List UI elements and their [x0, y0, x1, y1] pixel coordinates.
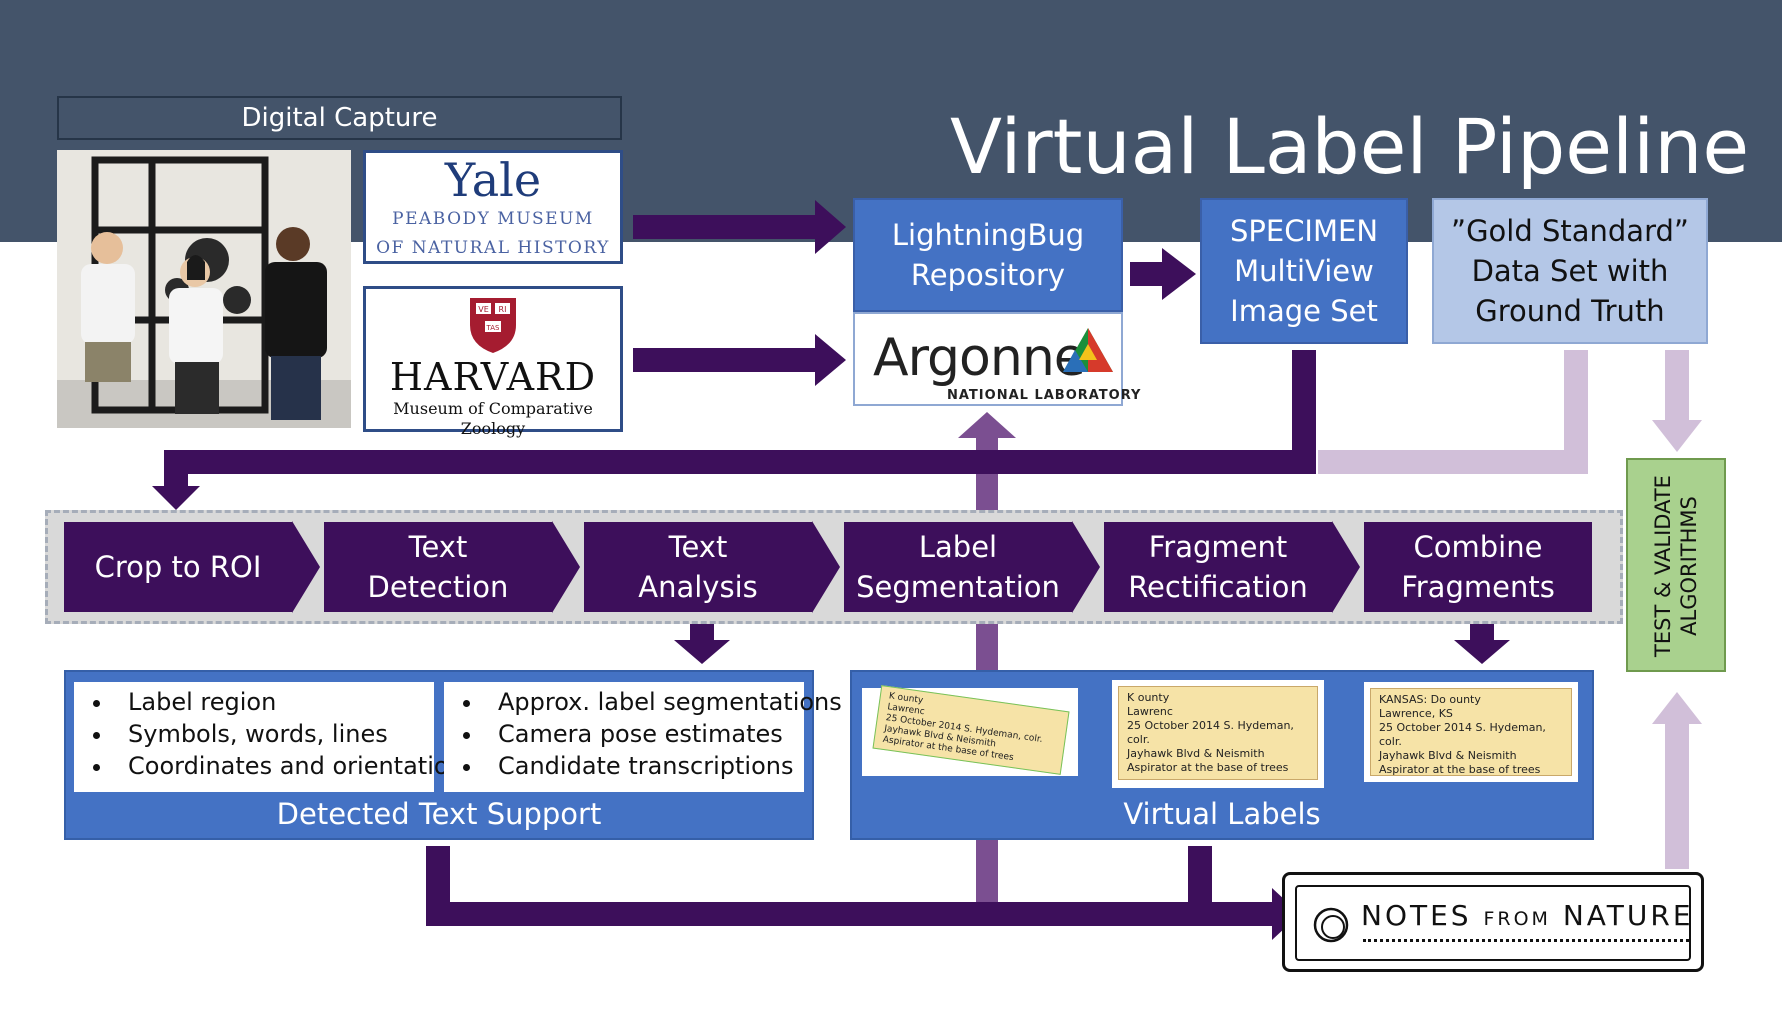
- step-chevron: [1072, 521, 1100, 613]
- digital-capture-title: Digital Capture: [57, 96, 622, 140]
- bullet-item: Candidate transcriptions: [484, 750, 804, 782]
- detected-text-support-panel: Label region Symbols, words, lines Coord…: [64, 670, 842, 840]
- step-text-detection: Text Detection: [324, 522, 552, 612]
- repository-to-specimen-arrow: [1130, 248, 1196, 300]
- notes-from-nature-wordmark: NOTES FROM NATURE: [1361, 899, 1694, 932]
- shield-text-tas: TAS: [486, 324, 501, 332]
- step-label-segmentation: Label Segmentation: [844, 522, 1072, 612]
- bullet-item: Approx. label segmentations: [484, 686, 842, 718]
- specimen-to-crop-arrow: [152, 350, 1316, 510]
- capture-rig-photo: [57, 150, 351, 428]
- specimen-multiview-box: SPECIMEN MultiView Image Set: [1200, 198, 1408, 344]
- test-validate-label: TEST & VALIDATE ALGORITHMS: [1651, 475, 1701, 657]
- step-chevron: [292, 521, 320, 613]
- argonne-triangle-icon: [1063, 328, 1113, 372]
- gold-to-test-arrow: [1652, 350, 1702, 452]
- yale-to-repository-arrow: [633, 200, 846, 254]
- shield-text-ri: RI: [499, 305, 507, 314]
- notes-from-nature-logo: NOTES FROM NATURE: [1282, 872, 1704, 972]
- harvard-shield-icon: VE RI TAS: [470, 298, 516, 353]
- gold-standard-box: ”Gold Standard” Data Set with Ground Tru…: [1432, 198, 1708, 344]
- capture-rig-photo-image: [57, 150, 351, 428]
- notes-to-test-arrow: [1652, 692, 1702, 869]
- combine-down-arrow: [1454, 620, 1510, 664]
- argonne-wordmark: Argonne: [873, 328, 1086, 388]
- step-crop-to-roi: Crop to ROI: [64, 522, 292, 612]
- step-text-analysis: Text Analysis: [584, 522, 812, 612]
- step-chevron: [552, 521, 580, 613]
- step-fragment-rectification: Fragment Rectification: [1104, 522, 1332, 612]
- bullet-item: Symbols, words, lines: [114, 718, 434, 750]
- virtual-labels-caption: Virtual Labels: [1123, 797, 1321, 831]
- ground-truth-connector: [1318, 350, 1588, 474]
- detected-text-support-caption: Detected Text Support: [276, 797, 602, 831]
- bullet-item: Coordinates and orientation: [114, 750, 464, 782]
- step-combine-fragments: Combine Fragments: [1364, 522, 1592, 612]
- step-chevron: [1332, 521, 1360, 613]
- virtual-label-image: K ounty Lawrenc 25 October 2014 S. Hydem…: [862, 685, 1078, 776]
- bullet-item: Label region: [114, 686, 434, 718]
- harvard-to-repository-arrow: [633, 334, 846, 386]
- notes-dotted-rule: [1363, 939, 1689, 942]
- shield-text-ve: VE: [478, 305, 489, 314]
- bullet-item: Camera pose estimates: [484, 718, 804, 750]
- page-title: Virtual Label Pipeline: [950, 102, 1750, 191]
- detection-bullet-list: Label region Symbols, words, lines Coord…: [74, 682, 464, 792]
- notes-circle-icon: [1313, 907, 1349, 943]
- argonne-logo: Argonne NATIONAL LABORATORY: [853, 312, 1140, 406]
- virtual-labels-panel: K ounty Lawrenc 25 October 2014 S. Hydem…: [850, 670, 1594, 840]
- outputs-to-notes-arrow: [426, 846, 1300, 940]
- step-chevron: [812, 521, 840, 613]
- virtual-label-image: K ounty Lawrenc 25 October 2014 S. Hydem…: [1112, 680, 1324, 788]
- text-analysis-down-arrow: [674, 620, 730, 664]
- virtual-label-image: KANSAS: Do ounty Lawrence, KS 25 October…: [1364, 682, 1578, 782]
- lightningbug-repository-box: LightningBug Repository: [853, 198, 1123, 312]
- analysis-bullet-list: Approx. label segmentations Camera pose …: [444, 682, 842, 792]
- test-validate-box: TEST & VALIDATE ALGORITHMS: [1626, 458, 1726, 672]
- harvard-mcz-logo: VE RI TAS HARVARD Museum of Comparative …: [363, 286, 623, 438]
- yale-peabody-logo: Yale PEABODY MUSEUM OF NATURAL HISTORY: [363, 150, 623, 264]
- argonne-subtitle: NATIONAL LABORATORY: [947, 388, 1142, 403]
